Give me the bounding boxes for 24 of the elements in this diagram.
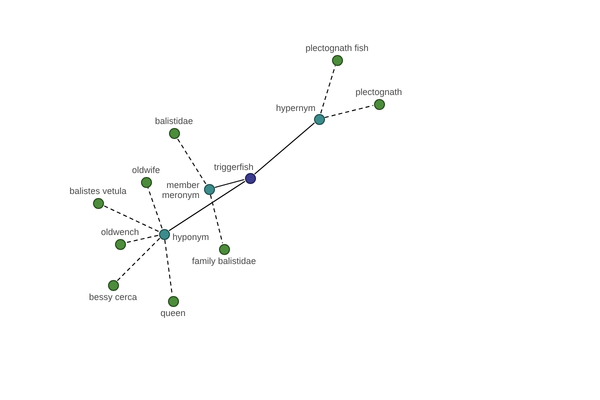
node-label: balistes vetula — [70, 186, 127, 196]
connector-line — [254, 122, 315, 175]
connector-line — [168, 180, 246, 232]
connector-line — [214, 179, 245, 188]
dashed-connector — [125, 234, 159, 244]
node-label: balistidae — [155, 116, 194, 126]
node-label: bessy cerca — [89, 292, 138, 302]
dashed-connector — [147, 187, 163, 229]
node-label: queen — [160, 308, 186, 318]
dashed-connector — [210, 194, 224, 244]
dashed-connector — [320, 65, 336, 114]
node-label: triggerfish — [214, 162, 254, 172]
dashed-connector — [116, 238, 160, 282]
dashed-connector — [102, 205, 160, 232]
node-label: oldwench — [101, 227, 140, 237]
node-label: hyponym — [172, 232, 210, 242]
node-label: plectognath fish — [306, 43, 369, 53]
node-label: member meronym — [160, 180, 200, 200]
node-label: hypernym — [276, 102, 316, 112]
dashed-connector — [324, 104, 374, 118]
node-label: family balistidae — [192, 256, 256, 266]
dashed-connector — [176, 138, 206, 184]
node-label: plectognath — [356, 87, 402, 97]
node-label: oldwife — [132, 165, 160, 175]
